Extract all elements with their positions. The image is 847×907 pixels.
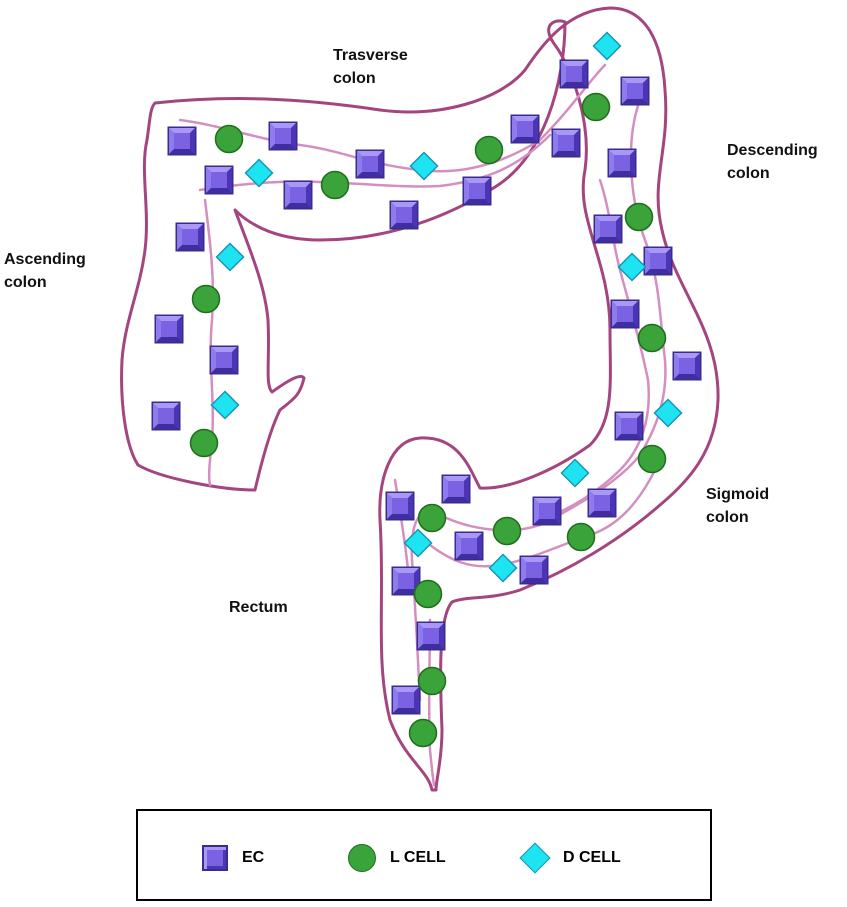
ec-cell-icon	[607, 148, 637, 178]
d-cell-icon	[210, 390, 240, 420]
ec-cell-icon	[593, 214, 623, 244]
legend-label-d-cell: D CELL	[563, 849, 621, 866]
sigmoid-colon-label: Sigmoid colon	[706, 486, 770, 526]
ec-cell-icon	[389, 200, 419, 230]
legend-label-ec: EC	[242, 849, 265, 866]
ec-cell-icon	[643, 246, 673, 276]
ec-cell-icon	[385, 491, 415, 521]
ec-cell-icon	[620, 76, 650, 106]
d-cell-icon	[592, 31, 622, 61]
ec-cell-icon	[209, 345, 239, 375]
ec-cell-icon	[510, 114, 540, 144]
ec-cell-icon	[519, 555, 549, 585]
cyan-diamond-icon	[519, 842, 551, 874]
l-cell-icon	[408, 718, 438, 748]
ec-cell-icon	[167, 126, 197, 156]
legend-item-l-cell: L CELL	[348, 841, 446, 875]
l-cell-icon	[624, 202, 654, 232]
l-cell-icon	[637, 323, 667, 353]
l-cell-icon	[492, 516, 522, 546]
ec-cell-icon	[268, 121, 298, 151]
ec-cell-icon	[441, 474, 471, 504]
d-cell-icon	[653, 398, 683, 428]
d-cell-icon	[488, 553, 518, 583]
l-cell-icon	[417, 503, 447, 533]
d-cell-icon	[215, 242, 245, 272]
ec-cell-icon	[154, 314, 184, 344]
green-circle-icon	[348, 844, 376, 872]
l-cell-icon	[413, 579, 443, 609]
ec-cell-icon	[610, 299, 640, 329]
descending-colon-label: Descending colon	[727, 142, 818, 182]
l-cell-icon	[320, 170, 350, 200]
d-cell-icon	[560, 458, 590, 488]
legend: EC L CELL D CELL	[136, 809, 712, 901]
ec-cell-icon	[416, 621, 446, 651]
l-cell-icon	[214, 124, 244, 154]
ec-cell-icon	[672, 351, 702, 381]
d-cell-icon	[403, 528, 433, 558]
ec-cell-icon	[204, 165, 234, 195]
legend-item-d-cell: D CELL	[519, 841, 621, 875]
l-cell-icon	[189, 428, 219, 458]
ec-cell-icon	[391, 685, 421, 715]
ec-cell-icon	[151, 401, 181, 431]
ec-cell-icon	[454, 531, 484, 561]
ec-cell-icon	[283, 180, 313, 210]
d-cell-icon	[409, 151, 439, 181]
ascending-colon-label: Ascending colon	[4, 251, 86, 291]
l-cell-icon	[637, 444, 667, 474]
ec-cell-icon	[587, 488, 617, 518]
transverse-colon-label: Trasverse colon	[333, 47, 408, 87]
ec-cell-icon	[532, 496, 562, 526]
l-cell-icon	[566, 522, 596, 552]
l-cell-icon	[191, 284, 221, 314]
l-cell-icon	[474, 135, 504, 165]
legend-label-l-cell: L CELL	[390, 849, 446, 866]
l-cell-icon	[581, 92, 611, 122]
colon-outline	[120, 6, 720, 792]
l-cell-icon	[417, 666, 447, 696]
ec-cell-icon	[614, 411, 644, 441]
ec-cell-icon	[551, 128, 581, 158]
purple-square-icon	[202, 845, 228, 871]
ec-cell-icon	[462, 176, 492, 206]
rectum-label: Rectum	[229, 599, 288, 616]
ec-cell-icon	[175, 222, 205, 252]
ec-cell-icon	[355, 149, 385, 179]
ec-cell-icon	[559, 59, 589, 89]
legend-item-ec: EC	[202, 841, 264, 875]
